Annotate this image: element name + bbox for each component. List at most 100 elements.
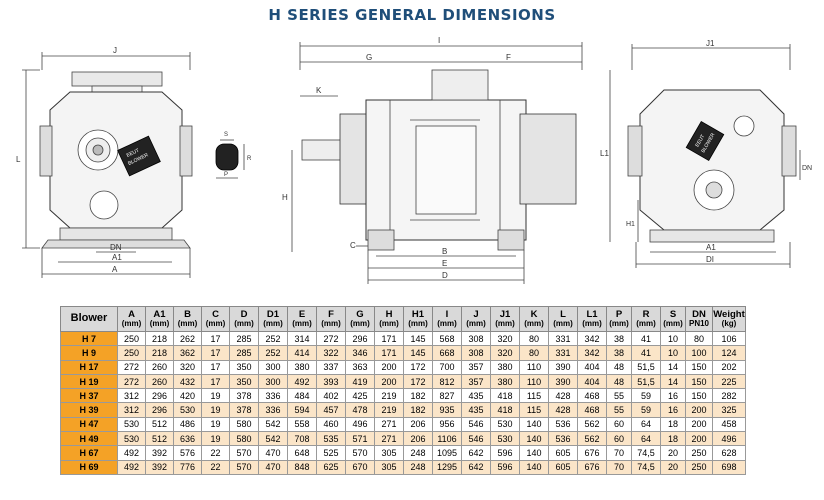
column-header-label: J <box>473 308 479 320</box>
dimension-cell: 468 <box>577 388 607 404</box>
dimension-cell: 206 <box>403 431 433 447</box>
dimension-cell: 546 <box>461 431 491 447</box>
dimension-cell: 331 <box>548 345 578 361</box>
column-header: L(mm) <box>548 306 578 332</box>
dimension-cell: 250 <box>117 345 146 361</box>
dimension-cell: 110 <box>519 359 549 375</box>
dimension-cell: 124 <box>712 345 746 361</box>
dim-s-label: S <box>224 132 228 138</box>
dimension-cell: 636 <box>173 431 202 447</box>
dimension-cell: 378 <box>229 402 259 418</box>
dimension-cell: 536 <box>548 431 578 447</box>
column-header-label: H1 <box>411 308 425 320</box>
dimension-cell: 1106 <box>432 431 462 447</box>
dimension-cell: 390 <box>548 373 578 390</box>
dimension-cell: 55 <box>606 388 632 404</box>
dimension-cell: 605 <box>548 445 578 461</box>
column-header: H(mm) <box>374 306 404 332</box>
dimension-cell: 648 <box>287 445 317 461</box>
dimension-cell: 271 <box>374 431 404 447</box>
dimension-cell: 17 <box>201 330 230 347</box>
dim-l-label: L <box>16 155 21 164</box>
column-header-unit: (mm) <box>636 318 656 328</box>
dimension-cell: 285 <box>229 330 259 347</box>
dimension-cell: 272 <box>117 359 146 375</box>
dimension-cell: 38 <box>606 345 632 361</box>
dimension-cell: 140 <box>519 416 549 433</box>
dimension-cell: 150 <box>685 359 713 375</box>
dimension-cell: 305 <box>374 459 404 475</box>
blower-model-cell: H 69 <box>60 459 118 475</box>
dimension-cell: 140 <box>519 445 549 461</box>
dimension-cell: 17 <box>201 373 230 390</box>
dimension-cell: 296 <box>145 402 174 418</box>
dimension-cell: 218 <box>145 345 174 361</box>
dimension-cell: 38 <box>606 330 632 347</box>
dimension-cell: 468 <box>577 402 607 418</box>
dimension-cell: 312 <box>117 388 146 404</box>
dimension-cell: 80 <box>519 345 549 361</box>
dimension-cell: 252 <box>258 330 288 347</box>
dimension-cell: 363 <box>345 359 375 375</box>
dimension-cell: 250 <box>685 459 713 475</box>
dimension-cell: 512 <box>145 416 174 433</box>
dimension-cell: 10 <box>660 345 686 361</box>
column-header-unit: (kg) <box>721 318 737 328</box>
dimension-cell: 14 <box>660 359 686 375</box>
dimension-cell: 425 <box>345 388 375 404</box>
dimension-cell: 140 <box>519 459 549 475</box>
dim-j1-label: J1 <box>706 39 715 48</box>
column-header-unit: (mm) <box>177 318 198 328</box>
dimension-cell: 484 <box>287 388 317 404</box>
blower-model-cell: H 37 <box>60 388 118 404</box>
dimension-cell: 418 <box>490 402 520 418</box>
dimension-cell: 70 <box>606 459 632 475</box>
dimension-cell: 698 <box>712 459 746 475</box>
column-header-label: S <box>669 308 677 320</box>
dimension-cell: 300 <box>258 359 288 375</box>
dimension-cell: 530 <box>490 416 520 433</box>
dimension-cell: 252 <box>258 345 288 361</box>
dimension-cell: 512 <box>145 431 174 447</box>
dimension-cell: 171 <box>374 330 404 347</box>
dimension-cell: 492 <box>117 445 146 461</box>
column-header-label: A1 <box>153 308 166 320</box>
dim-dn-front-label: DN <box>110 243 122 252</box>
dimension-cell: 350 <box>229 373 259 390</box>
dimension-cell: 320 <box>173 359 202 375</box>
column-header-unit: (mm) <box>553 318 573 328</box>
dimension-cell: 956 <box>432 416 462 433</box>
dimension-cell: 59 <box>631 388 661 404</box>
blower-model-cell: H 17 <box>60 359 118 375</box>
dimension-cell: 48 <box>606 373 632 390</box>
column-header: K(mm) <box>519 306 549 332</box>
column-header-unit: (mm) <box>437 318 457 328</box>
dimension-cell: 200 <box>685 431 713 447</box>
blower-model-cell: H 9 <box>60 345 118 361</box>
dimension-cell: 20 <box>660 459 686 475</box>
column-header-label: DN <box>692 308 706 320</box>
column-header: S(mm) <box>660 306 686 332</box>
dimension-cell: 80 <box>519 330 549 347</box>
dimension-cell: 225 <box>712 373 746 390</box>
technical-drawing: J L EEUT BLOWER DN A1 A S <box>16 36 812 284</box>
column-header-unit: (mm) <box>408 318 428 328</box>
dimension-cell: 70 <box>606 445 632 461</box>
dimension-cell: 320 <box>490 330 520 347</box>
dimension-cell: 848 <box>287 459 317 475</box>
dimension-cell: 51,5 <box>631 359 661 375</box>
dimension-cell: 55 <box>606 402 632 418</box>
plate-text-line1: EEUT <box>126 148 141 159</box>
dimension-cell: 496 <box>712 431 746 447</box>
blower-model-cell: H 47 <box>60 416 118 433</box>
dimension-cell: 642 <box>461 459 491 475</box>
column-header-label: L <box>560 308 566 320</box>
dimension-cell: 248 <box>403 445 433 461</box>
column-header-label: L1 <box>586 308 598 320</box>
dimension-cell: 414 <box>287 345 317 361</box>
